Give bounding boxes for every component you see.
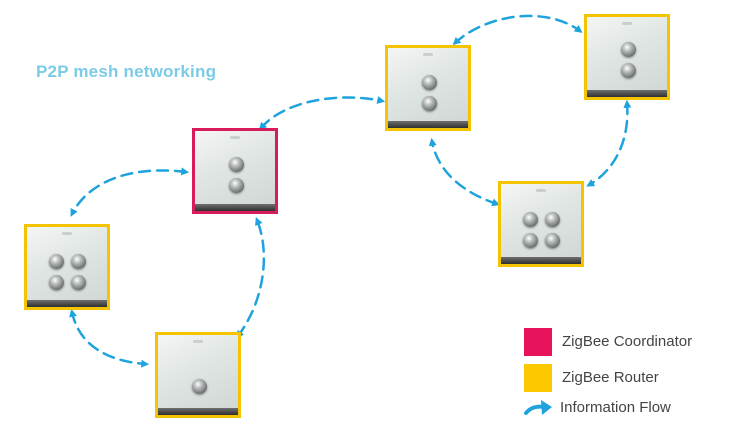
zigbee-router-switch-left: [24, 224, 110, 310]
legend-label: ZigBee Router: [562, 369, 659, 386]
switch-button: [545, 212, 560, 227]
flow-link-coordinator-left: [70, 167, 190, 217]
switch-button: [422, 75, 437, 90]
coordinator-swatch: [524, 328, 552, 356]
switch-button: [49, 275, 64, 290]
flow-link-topmid-topright: [452, 14, 583, 46]
switch-button: [523, 212, 538, 227]
switch-button: [523, 233, 538, 248]
zigbee-router-switch-bottom: [155, 332, 241, 418]
switch-button: [621, 42, 636, 57]
zigbee-router-switch-top-mid: [385, 45, 471, 131]
zigbee-router-switch-top-right: [584, 14, 670, 100]
flow-link-bottom-coordinator: [236, 217, 266, 339]
switch-button: [71, 275, 86, 290]
arrow-icon: [524, 400, 552, 415]
switch-button: [545, 233, 560, 248]
zigbee-coordinator-switch: [192, 128, 278, 214]
switch-button: [192, 379, 207, 394]
flow-link-right-topmid: [428, 137, 501, 207]
flow-link-left-bottom: [69, 308, 150, 368]
flow-link-coordinator-topmid: [258, 96, 386, 131]
switch-button: [621, 63, 636, 78]
router-swatch: [524, 364, 552, 392]
flow-link-topright-right: [586, 99, 632, 187]
legend-label: Information Flow: [560, 399, 671, 416]
switch-button: [229, 157, 244, 172]
switch-button: [229, 178, 244, 193]
switch-button: [422, 96, 437, 111]
legend-label: ZigBee Coordinator: [562, 333, 693, 350]
switch-button: [71, 254, 86, 269]
switch-button: [49, 254, 64, 269]
diagram-title: P2P mesh networking: [36, 62, 217, 81]
zigbee-router-switch-right: [498, 181, 584, 267]
